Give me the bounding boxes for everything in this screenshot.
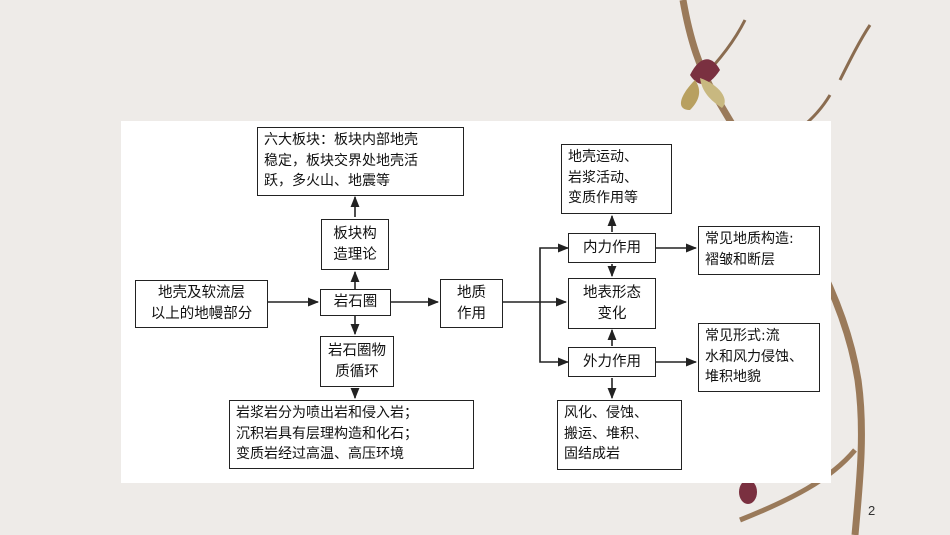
node-external-force: 外力作用 <box>568 347 656 377</box>
node-six-plates: 六大板块：板块内部地壳 稳定，板块交界处地壳活 跃，多火山、地震等 <box>257 127 464 196</box>
node-plate-theory: 板块构 造理论 <box>321 219 389 270</box>
node-crust-mantle: 地壳及软流层 以上的地幔部分 <box>135 280 268 328</box>
node-crust-movement: 地壳运动、 岩浆活动、 变质作用等 <box>561 144 672 214</box>
node-common-structures: 常见地质构造: 褶皱和断层 <box>698 226 820 275</box>
node-weathering: 风化、侵蚀、 搬运、堆积、 固结成岩 <box>557 400 682 470</box>
node-internal-force: 内力作用 <box>568 233 656 263</box>
node-rock-types: 岩浆岩分为喷出岩和侵入岩； 沉积岩具有层理构造和化石； 变质岩经过高温、高压环境 <box>229 400 474 469</box>
node-lithosphere: 岩石圈 <box>320 289 391 316</box>
node-rock-cycle: 岩石圈物 质循环 <box>320 336 394 387</box>
node-landform-change: 地表形态 变化 <box>568 278 656 329</box>
node-geo-process: 地质 作用 <box>440 279 503 328</box>
page-number: 2 <box>868 503 876 518</box>
node-common-forms: 常见形式:流 水和风力侵蚀、 堆积地貌 <box>698 323 820 392</box>
